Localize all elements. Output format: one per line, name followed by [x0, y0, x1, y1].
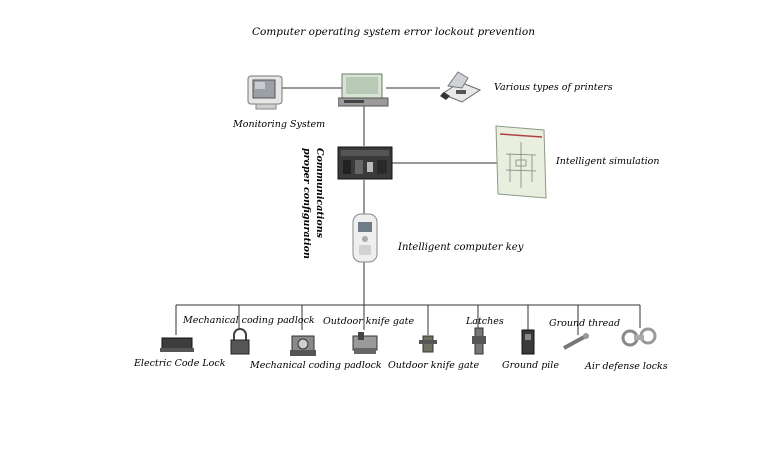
electric-code-lock-label: Electric Code Lock — [134, 358, 226, 369]
mechanical-coding-padlock-2-icon — [290, 335, 316, 356]
monitoring-system-label: Monitoring System — [233, 119, 326, 130]
ground-thread-icon — [563, 333, 589, 350]
mechanical-coding-padlock-label-bottom: Mechanical coding padlock — [250, 360, 382, 371]
ground-pile-label: Ground pile — [502, 360, 559, 371]
outdoor-knife-gate-2-icon — [419, 335, 437, 353]
mechanical-coding-padlock-icon — [230, 328, 250, 355]
printers-label: Various types of printers — [494, 82, 613, 93]
central-workstation-icon — [338, 73, 389, 107]
communication-controller-icon — [337, 146, 393, 180]
mechanical-coding-padlock-label-top: Mechanical coding padlock — [183, 315, 315, 326]
monitoring-computer-icon — [247, 75, 283, 110]
intelligent-key-icon — [352, 213, 378, 263]
communications-line1: Communications — [314, 148, 325, 238]
electric-code-lock-icon — [160, 337, 194, 352]
latches-icon — [472, 327, 486, 355]
simulation-panel-icon — [495, 125, 547, 199]
air-defense-locks-label: Air defense locks — [585, 361, 668, 372]
outdoor-knife-gate-label-top: Outdoor knife gate — [323, 316, 415, 327]
printer-icon — [440, 71, 482, 103]
ground-pile-icon — [521, 329, 535, 355]
communications-label: Communications proper configuration — [300, 148, 326, 259]
intelligent-simulation-label: Intelligent simulation — [556, 156, 660, 167]
communications-line2: proper configuration — [301, 148, 312, 259]
outdoor-knife-gate-icon — [352, 332, 378, 354]
latches-label: Latches — [466, 316, 504, 327]
air-defense-lock-icon — [621, 327, 657, 347]
outdoor-knife-gate-label-bottom: Outdoor knife gate — [388, 360, 480, 371]
ground-thread-label: Ground thread — [549, 318, 621, 329]
intelligent-key-label: Intelligent computer key — [398, 242, 524, 253]
diagram-title: Computer operating system error lockout … — [252, 26, 535, 38]
